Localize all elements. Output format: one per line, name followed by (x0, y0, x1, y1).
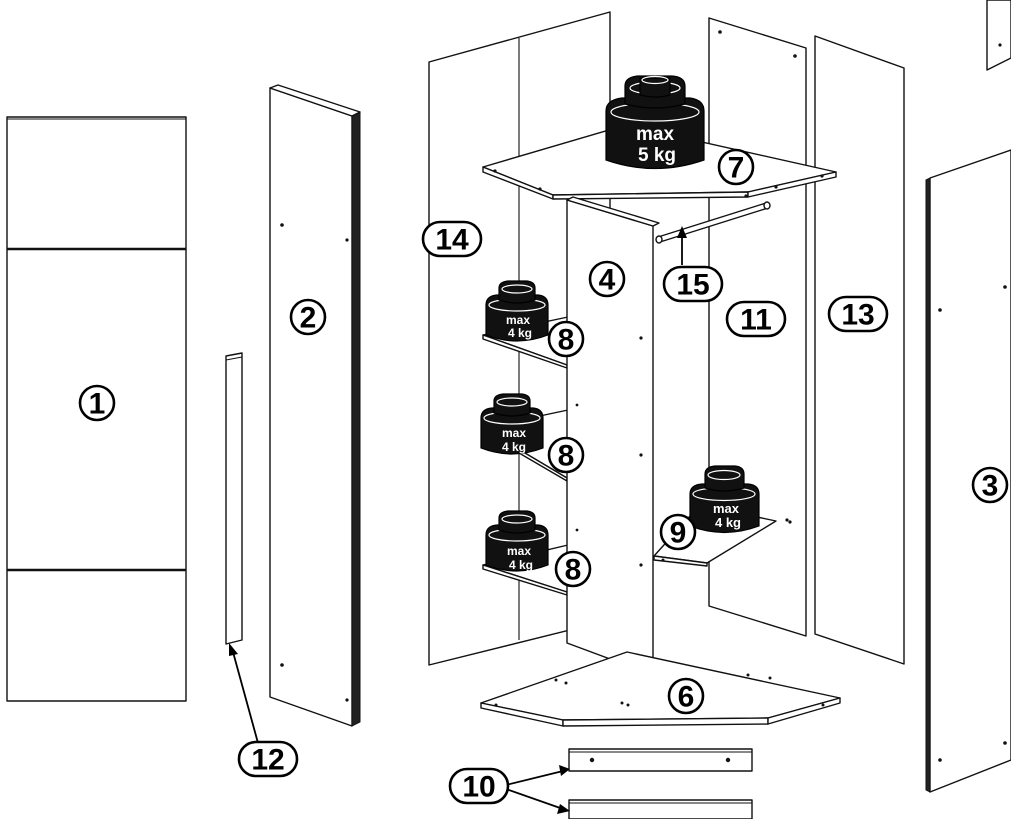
side-panel-2 (269, 84, 361, 727)
weight-shelf-9-line2: 4 kg (715, 515, 741, 530)
svg-text:12: 12 (251, 744, 284, 777)
bottom-base-6 (480, 651, 841, 727)
weight-icon-top: max 5 kg (605, 75, 705, 170)
plinth-strip-10-a (568, 748, 753, 772)
callout-3: 3 (971, 466, 1009, 504)
leader-arrow-10-upper (505, 765, 570, 786)
callout-15: 15 (662, 265, 724, 303)
leader-arrow-15 (677, 226, 687, 265)
side-panel-3 (925, 149, 1011, 793)
weight-shelf-upper-line2: 4 kg (508, 326, 532, 340)
svg-text:6: 6 (678, 681, 695, 714)
svg-text:10: 10 (462, 771, 495, 804)
callout-10: 10 (448, 767, 510, 805)
partial-panel-top-right (986, 0, 1011, 71)
callout-1: 1 (78, 384, 116, 422)
callout-8-middle: 8 (547, 436, 585, 474)
svg-text:2: 2 (300, 302, 317, 335)
svg-text:14: 14 (435, 224, 469, 257)
weight-icon-shelf-9: max 4 kg (689, 465, 760, 534)
callout-8-upper: 8 (547, 320, 585, 358)
plinth-strip-10-b (568, 799, 753, 819)
svg-text:3: 3 (982, 470, 999, 503)
weight-icon-shelf-upper: max 4 kg (485, 280, 549, 342)
svg-text:13: 13 (841, 299, 874, 332)
weight-icon-shelf-middle: max 4 kg (480, 393, 544, 455)
strip-12 (225, 352, 243, 645)
svg-text:8: 8 (558, 440, 575, 473)
svg-text:8: 8 (565, 554, 582, 587)
weight-shelf-lower-line2: 4 kg (509, 558, 533, 572)
leader-arrow-10-lower (505, 788, 570, 814)
svg-text:9: 9 (670, 517, 687, 550)
callout-14: 14 (421, 220, 483, 258)
callout-2: 2 (289, 298, 327, 336)
weight-shelf-middle-line1: max (502, 426, 526, 440)
weight-shelf-upper-line1: max (506, 313, 530, 327)
svg-text:8: 8 (558, 324, 575, 357)
weight-icon-shelf-lower: max 4 kg (485, 510, 549, 572)
svg-text:11: 11 (740, 304, 772, 337)
hanging-rail-15 (655, 201, 771, 244)
weight-shelf-middle-line2: 4 kg (502, 440, 526, 454)
callout-11: 11 (725, 300, 787, 338)
svg-text:7: 7 (728, 152, 745, 185)
callout-4: 4 (588, 260, 626, 298)
callout-12: 12 (237, 740, 299, 778)
weight-shelf-9-line1: max (713, 501, 740, 516)
callout-13: 13 (827, 295, 889, 333)
panel-13 (814, 35, 905, 665)
svg-text:4: 4 (599, 264, 616, 297)
svg-text:15: 15 (676, 269, 709, 302)
weight-top-line2: 5 kg (638, 145, 676, 166)
weight-top-line1: max (636, 124, 674, 145)
callout-7: 7 (717, 148, 755, 186)
callout-8-lower: 8 (554, 550, 592, 588)
callout-6: 6 (667, 677, 705, 715)
callout-9: 9 (659, 513, 697, 551)
weight-shelf-lower-line1: max (507, 544, 531, 558)
svg-text:1: 1 (89, 388, 106, 421)
leader-arrow-12 (229, 643, 259, 744)
